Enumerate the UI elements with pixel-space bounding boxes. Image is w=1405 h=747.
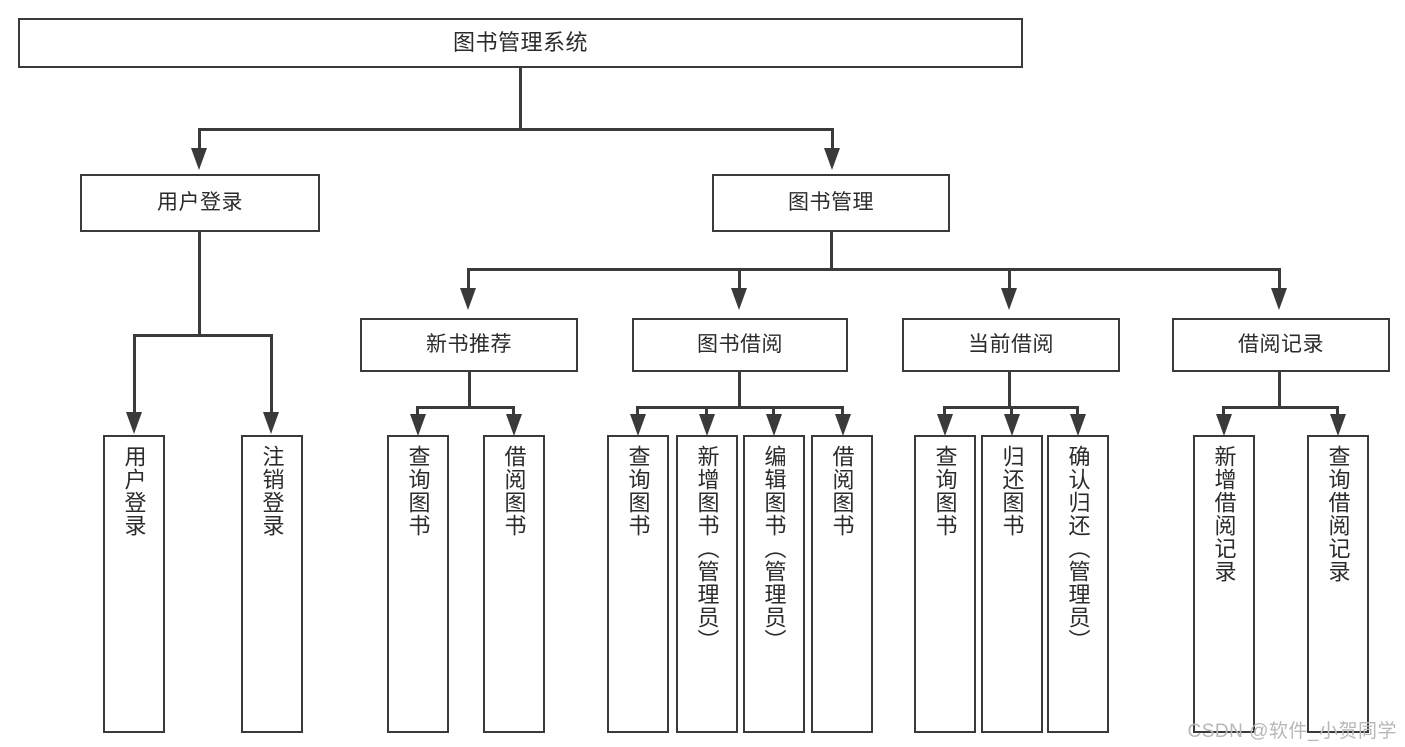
arrowhead-bm-to-book-borrow	[731, 288, 747, 310]
leaf-borrow-record-query[interactable]: 查询借阅记录	[1307, 435, 1369, 733]
leaf-book-borrow-query[interactable]: 查询图书	[607, 435, 669, 733]
arrowhead-bb-leaf-4	[835, 414, 851, 436]
connector-br-drop-1	[1222, 406, 1225, 418]
connector-book-borrow-stem	[738, 372, 741, 408]
node-label: 借阅图书	[829, 445, 855, 537]
connector-cb-drop-3	[1076, 406, 1079, 418]
node-label: 新增借阅记录	[1211, 445, 1237, 583]
node-label: 图书管理系统	[452, 30, 588, 56]
arrowhead-root-to-user-login	[191, 148, 207, 170]
connector-book-management-bus	[467, 268, 1281, 271]
connector-book-borrow-bus	[636, 406, 844, 409]
arrowhead-bb-leaf-1	[630, 414, 646, 436]
connector-root-drop-1	[198, 128, 201, 150]
leaf-book-borrow-add[interactable]: 新增图书（管理员）	[676, 435, 738, 733]
leaf-current-borrow-query[interactable]: 查询图书	[914, 435, 976, 733]
connector-cb-drop-2	[1010, 406, 1013, 418]
node-label: 查询图书	[932, 445, 958, 537]
connector-user-login-drop-2	[270, 334, 273, 414]
leaf-current-borrow-confirm-return[interactable]: 确认归还（管理员）	[1047, 435, 1109, 733]
node-label: 归还图书	[999, 445, 1025, 537]
leaf-borrow-record-add[interactable]: 新增借阅记录	[1193, 435, 1255, 733]
connector-bm-drop-1	[467, 268, 470, 290]
node-label: 新增图书（管理员）	[694, 445, 720, 652]
node-label: 查询借阅记录	[1325, 445, 1351, 583]
arrowhead-user-login-leaf-1	[126, 412, 142, 434]
connector-borrow-record-stem	[1278, 372, 1281, 408]
connector-br-drop-2	[1336, 406, 1339, 418]
leaf-current-borrow-return[interactable]: 归还图书	[981, 435, 1043, 733]
node-book-management[interactable]: 图书管理	[712, 174, 950, 232]
connector-user-login-bus	[133, 334, 272, 337]
node-new-book-recommend[interactable]: 新书推荐	[360, 318, 578, 372]
arrowhead-bm-to-new-book	[460, 288, 476, 310]
connector-bm-drop-3	[1008, 268, 1011, 290]
connector-new-book-bus	[416, 406, 515, 409]
connector-root-bus	[198, 128, 834, 131]
arrowhead-nb-leaf-2	[506, 414, 522, 436]
node-current-borrow[interactable]: 当前借阅	[902, 318, 1120, 372]
arrowhead-cb-leaf-2	[1004, 414, 1020, 436]
node-label: 用户登录	[157, 190, 243, 214]
node-label: 用户登录	[121, 445, 147, 537]
arrowhead-cb-leaf-1	[937, 414, 953, 436]
connector-root-stem	[519, 68, 522, 130]
arrowhead-br-leaf-2	[1330, 414, 1346, 436]
csdn-watermark: CSDN @软件_小贺同学	[1187, 721, 1397, 742]
connector-bb-drop-3	[772, 406, 775, 418]
node-label: 编辑图书（管理员）	[761, 445, 787, 652]
node-borrow-record[interactable]: 借阅记录	[1172, 318, 1390, 372]
connector-cb-drop-1	[943, 406, 946, 418]
arrowhead-root-to-book-manage	[824, 148, 840, 170]
arrowhead-bb-leaf-3	[766, 414, 782, 436]
connector-borrow-record-bus	[1222, 406, 1339, 409]
arrowhead-bm-to-borrow-record	[1271, 288, 1287, 310]
leaf-book-borrow-edit[interactable]: 编辑图书（管理员）	[743, 435, 805, 733]
node-label: 图书管理	[788, 190, 874, 214]
connector-current-borrow-stem	[1008, 372, 1011, 408]
arrowhead-cb-leaf-3	[1070, 414, 1086, 436]
node-label: 借阅记录	[1238, 332, 1324, 356]
connector-new-book-stem	[468, 372, 471, 408]
connector-bb-drop-4	[841, 406, 844, 418]
node-root-system[interactable]: 图书管理系统	[18, 18, 1023, 68]
leaf-new-book-query[interactable]: 查询图书	[387, 435, 449, 733]
node-label: 当前借阅	[968, 332, 1054, 356]
leaf-book-borrow-borrow[interactable]: 借阅图书	[811, 435, 873, 733]
leaf-new-book-borrow[interactable]: 借阅图书	[483, 435, 545, 733]
leaf-user-login-login[interactable]: 用户登录	[103, 435, 165, 733]
node-label: 借阅图书	[501, 445, 527, 537]
node-label: 确认归还（管理员）	[1065, 445, 1091, 652]
node-book-borrow[interactable]: 图书借阅	[632, 318, 848, 372]
connector-nb-drop-2	[512, 406, 515, 418]
connector-book-management-stem	[830, 232, 833, 270]
node-label: 图书借阅	[697, 332, 783, 356]
connector-root-drop-2	[831, 128, 834, 150]
connector-bb-drop-1	[636, 406, 639, 418]
node-label: 查询图书	[405, 445, 431, 537]
connector-nb-drop-1	[416, 406, 419, 418]
node-label: 查询图书	[625, 445, 651, 537]
connector-user-login-drop-1	[133, 334, 136, 414]
arrowhead-user-login-leaf-2	[263, 412, 279, 434]
connector-bm-drop-4	[1278, 268, 1281, 290]
arrowhead-bm-to-current-borrow	[1001, 288, 1017, 310]
node-label: 新书推荐	[426, 332, 512, 356]
connector-user-login-stem	[198, 232, 201, 336]
leaf-user-login-logout[interactable]: 注销登录	[241, 435, 303, 733]
connector-bb-drop-2	[705, 406, 708, 418]
arrowhead-nb-leaf-1	[410, 414, 426, 436]
connector-bm-drop-2	[738, 268, 741, 290]
node-user-login[interactable]: 用户登录	[80, 174, 320, 232]
node-label: 注销登录	[259, 445, 285, 537]
arrowhead-bb-leaf-2	[699, 414, 715, 436]
arrowhead-br-leaf-1	[1216, 414, 1232, 436]
